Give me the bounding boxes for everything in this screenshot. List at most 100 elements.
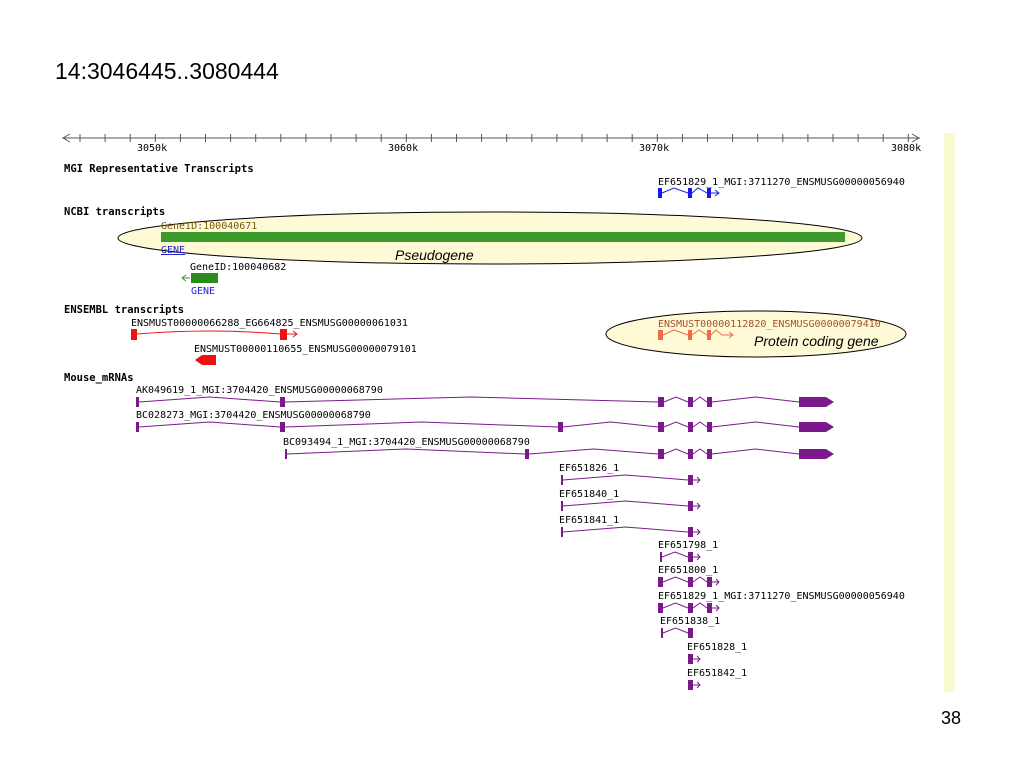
mgi-transcript[interactable]: EF651829_1_MGI:3711270_ENSMUSG0000005694…	[658, 177, 905, 198]
ncbi-gene-100040682-link[interactable]: GENE	[191, 286, 215, 297]
mrna-exon	[525, 449, 529, 459]
mrna-exon	[688, 577, 693, 587]
mrna-intron	[711, 421, 800, 428]
mrna-track[interactable]: EF651798_1	[658, 540, 718, 562]
mrna-track[interactable]: EF651828_1	[687, 642, 747, 664]
mrna-exon	[688, 449, 693, 459]
mrna-track[interactable]: EF651826_1	[559, 463, 701, 485]
mrna-track-label: AK049619_1_MGI:3704420_ENSMUSG0000006879…	[136, 385, 383, 396]
mrna-intron	[663, 421, 689, 428]
mrna-terminal-exon	[799, 449, 834, 459]
section-ncbi-transcripts: NCBI transcripts	[64, 206, 165, 218]
mrna-intron	[284, 396, 659, 403]
mrna-track[interactable]: EF651829_1_MGI:3711270_ENSMUSG0000005694…	[658, 591, 905, 613]
mrna-exon	[280, 397, 285, 407]
ensembl-transcript-112820-label: ENSMUST00000112820_ENSMUSG00000079410	[658, 319, 881, 330]
strand-arrow	[693, 528, 701, 536]
mrna-intron	[662, 627, 689, 634]
strand-arrow	[693, 655, 701, 663]
mrna-track-label: EF651838_1	[660, 616, 720, 627]
mrna-exon	[660, 552, 662, 562]
mrna-intron	[711, 448, 800, 455]
mrna-track[interactable]: AK049619_1_MGI:3704420_ENSMUSG0000006879…	[136, 385, 834, 407]
mrna-track[interactable]: BC028273_MGI:3704420_ENSMUSG00000068790	[136, 410, 834, 432]
strand-arrow	[712, 578, 720, 586]
section-ensembl-transcripts: ENSEMBL transcripts	[64, 304, 184, 316]
strand-arrow	[693, 553, 701, 561]
mrna-track-label: EF651800_1	[658, 565, 718, 576]
side-bar	[944, 133, 955, 692]
mrna-track-label: EF651829_1_MGI:3711270_ENSMUSG0000005694…	[658, 591, 905, 602]
mrna-exon	[658, 449, 664, 459]
mrna-exon	[707, 603, 712, 613]
mrna-exon	[561, 475, 563, 485]
mrna-intron	[692, 602, 708, 609]
mrna-track[interactable]: EF651841_1	[559, 515, 701, 537]
mrna-intron	[662, 576, 689, 583]
ncbi-gene-100040671-link[interactable]: GENE	[161, 245, 185, 256]
protein-coding-highlight	[605, 310, 907, 358]
strand-arrow	[693, 681, 701, 689]
mrna-exon	[688, 680, 693, 690]
mrna-track-label: BC093494_1_MGI:3704420_ENSMUSG0000006879…	[283, 437, 530, 448]
mrna-track-label: BC028273_MGI:3704420_ENSMUSG00000068790	[136, 410, 371, 421]
strand-arrow	[712, 604, 720, 612]
mrna-exon	[688, 552, 693, 562]
ensembl-transcript-110655[interactable]: ENSMUST00000110655_ENSMUSG00000079101	[194, 344, 417, 365]
mrna-intron	[661, 551, 689, 558]
section-mouse-mrnas: Mouse_mRNAs	[64, 372, 134, 384]
ensembl-transcript-066288-label: ENSMUST00000066288_EG664825_ENSMUSG00000…	[131, 318, 408, 329]
mrna-intron	[138, 421, 281, 428]
mrna-exon	[280, 422, 285, 432]
mrna-intron	[663, 448, 689, 455]
mrna-intron	[692, 576, 708, 583]
mgi-transcript-label: EF651829_1_MGI:3711270_ENSMUSG0000005694…	[658, 177, 905, 188]
ruler-tick-3080k: 3080k	[891, 143, 921, 154]
mrna-intron	[528, 448, 659, 455]
mrna-intron	[562, 500, 689, 507]
mrna-exon	[688, 501, 693, 511]
mrna-track-label: EF651840_1	[559, 489, 619, 500]
mrna-exon	[707, 577, 712, 587]
mrna-exon	[561, 527, 563, 537]
ensembl-transcript-066288[interactable]: ENSMUST00000066288_EG664825_ENSMUSG00000…	[131, 318, 408, 340]
ncbi-gene-100040682[interactable]: GeneID:100040682 GENE	[181, 262, 286, 297]
ncbi-gene-100040671[interactable]: GeneID:100040671 GENE	[161, 221, 845, 256]
mrna-track[interactable]: BC093494_1_MGI:3704420_ENSMUSG0000006879…	[283, 437, 834, 459]
mrna-intron	[692, 396, 708, 403]
mrna-track[interactable]: EF651840_1	[559, 489, 701, 511]
mrna-track[interactable]: EF651838_1	[660, 616, 720, 638]
strand-arrow	[693, 502, 701, 510]
mrna-exon	[661, 628, 663, 638]
mrna-intron	[562, 474, 689, 481]
mrna-terminal-exon	[799, 422, 834, 432]
slide-title: 14:3046445..3080444	[55, 58, 279, 84]
ncbi-gene-100040682-label: GeneID:100040682	[190, 262, 286, 273]
mrna-intron	[663, 396, 689, 403]
mrna-exon	[658, 577, 663, 587]
mrna-exon	[285, 449, 287, 459]
ruler-tick-3060k: 3060k	[388, 143, 418, 154]
mrna-exon	[558, 422, 563, 432]
mrna-track[interactable]: EF651842_1	[687, 668, 747, 690]
ruler-tick-3050k: 3050k	[137, 143, 167, 154]
mrna-exon	[707, 422, 712, 432]
mrna-intron	[692, 421, 708, 428]
mrna-exon	[136, 422, 139, 432]
strand-arrow	[693, 476, 701, 484]
mrna-intron	[138, 396, 281, 403]
mrna-track-label: EF651841_1	[559, 515, 619, 526]
ensembl-transcript-112820[interactable]: ENSMUST00000112820_ENSMUSG00000079410	[658, 319, 881, 340]
mrna-exon	[136, 397, 139, 407]
mrna-exon	[658, 422, 664, 432]
protein-coding-annotation: Protein coding gene	[754, 333, 879, 349]
mrna-exon	[658, 603, 663, 613]
mrna-intron	[662, 602, 689, 609]
mrna-intron	[286, 448, 526, 455]
pseudogene-annotation: Pseudogene	[395, 247, 474, 263]
mrna-terminal-exon	[799, 397, 834, 407]
mrna-track[interactable]: EF651800_1	[658, 565, 720, 587]
ruler-tick-3070k: 3070k	[639, 143, 669, 154]
mrna-exon	[688, 397, 693, 407]
mrna-track-label: EF651798_1	[658, 540, 718, 551]
